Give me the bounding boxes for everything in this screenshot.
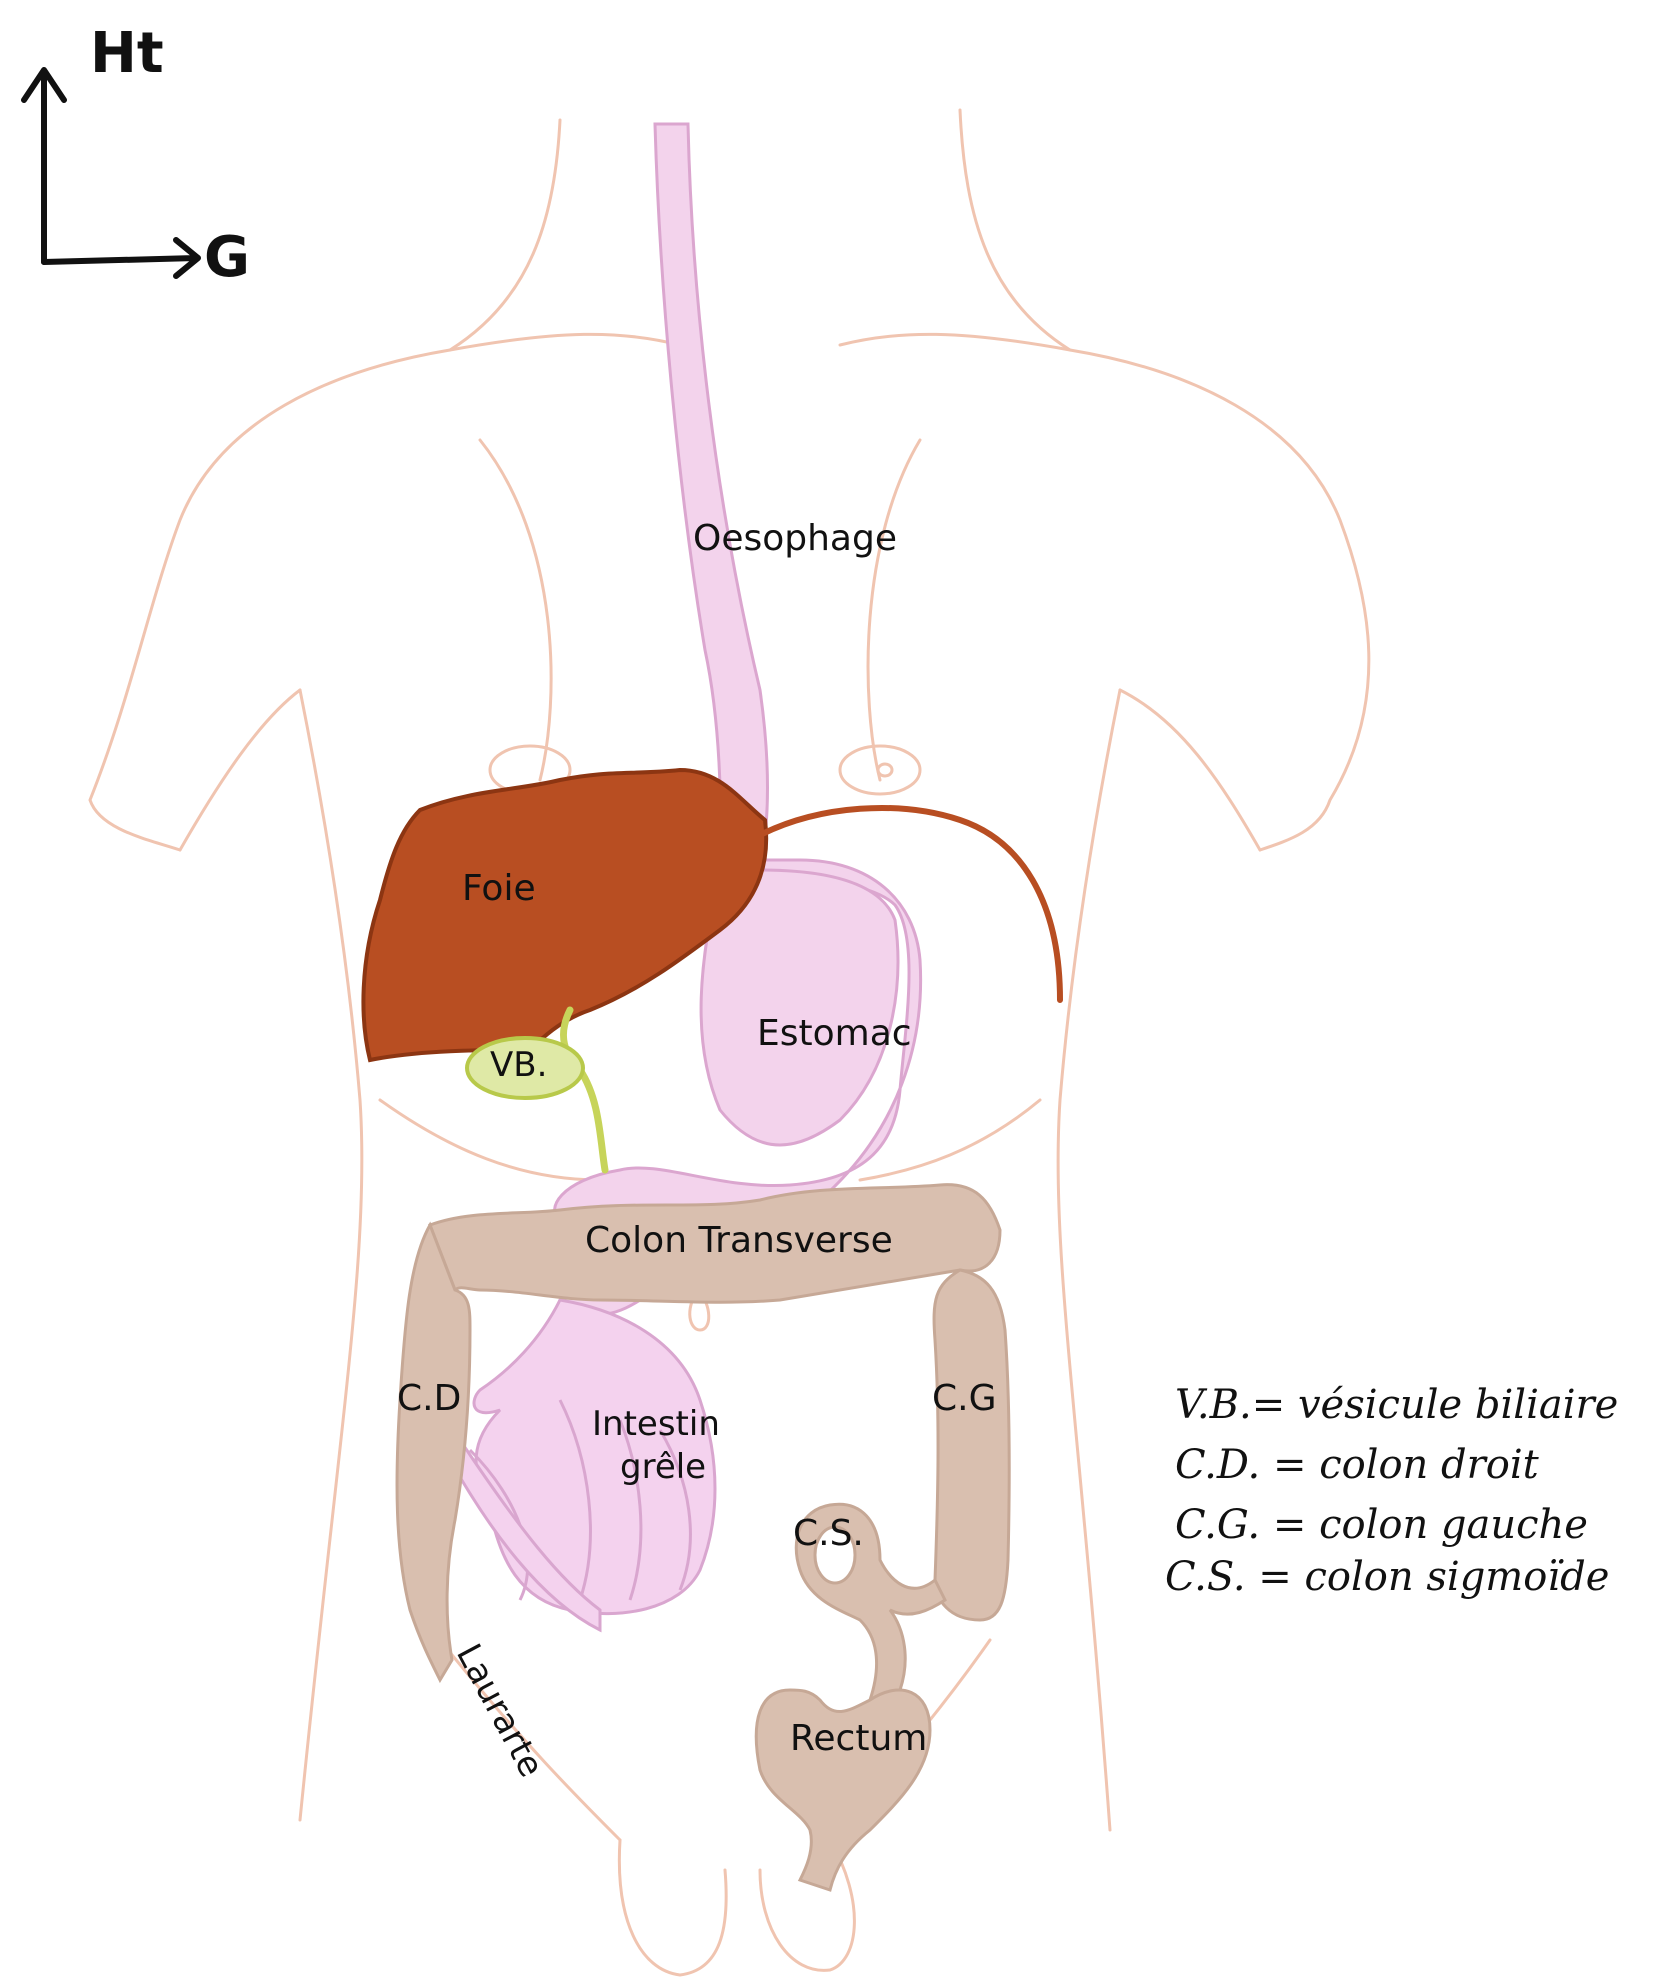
label-cd: C.D bbox=[397, 1378, 461, 1419]
legend-item-cd: C.D. = colon droit bbox=[1175, 1442, 1540, 1488]
torso-right bbox=[1058, 690, 1120, 1830]
neck-right bbox=[960, 110, 1070, 350]
nipple-right bbox=[840, 746, 920, 794]
label-vb: VB. bbox=[490, 1045, 547, 1085]
legend-item-cs: C.S. = colon sigmoïde bbox=[1165, 1554, 1609, 1600]
legend: V.B.= vésicule biliaire C.D. = colon dro… bbox=[1165, 1382, 1618, 1600]
chest-line-left bbox=[480, 440, 551, 780]
clavicle-left bbox=[450, 334, 680, 350]
torso-left bbox=[300, 690, 362, 1820]
shoulder-left bbox=[90, 350, 450, 850]
label-colon-transverse: Colon Transverse bbox=[585, 1220, 893, 1261]
label-foie: Foie bbox=[462, 868, 536, 909]
arm-left-inner bbox=[180, 690, 300, 850]
compass-left-label: G bbox=[204, 225, 250, 290]
label-rectum: Rectum bbox=[790, 1718, 927, 1759]
compass-arrow-up bbox=[24, 70, 64, 262]
shoulder-right bbox=[1070, 350, 1369, 850]
arm-right-inner bbox=[1120, 690, 1260, 850]
colon-ascending bbox=[397, 1225, 470, 1680]
label-laurarte: Laurarte bbox=[448, 1637, 551, 1783]
legend-item-vb: V.B.= vésicule biliaire bbox=[1175, 1382, 1618, 1428]
clavicle-right bbox=[840, 334, 1070, 350]
legend-item-cg: C.G. = colon gauche bbox=[1175, 1502, 1588, 1548]
label-estomac: Estomac bbox=[757, 1013, 912, 1054]
label-cs: C.S. bbox=[793, 1513, 864, 1554]
label-cg: C.G bbox=[932, 1378, 996, 1419]
colon-descending bbox=[934, 1270, 1009, 1620]
neck-left bbox=[450, 120, 560, 350]
rib-line-left bbox=[380, 1100, 600, 1180]
chest-line-right bbox=[868, 440, 920, 780]
label-intestin-line1: Intestin bbox=[592, 1404, 720, 1444]
label-oesophage: Oesophage bbox=[693, 518, 897, 559]
esophagus bbox=[655, 124, 768, 870]
compass-up-label: Ht bbox=[90, 21, 164, 86]
bile-duct bbox=[563, 1010, 605, 1170]
orientation-compass bbox=[24, 70, 198, 276]
label-intestin-line2: grêle bbox=[620, 1447, 706, 1487]
nipple-right-inner bbox=[878, 764, 892, 776]
compass-arrow-left bbox=[44, 240, 198, 276]
rib-line-right bbox=[860, 1100, 1040, 1180]
